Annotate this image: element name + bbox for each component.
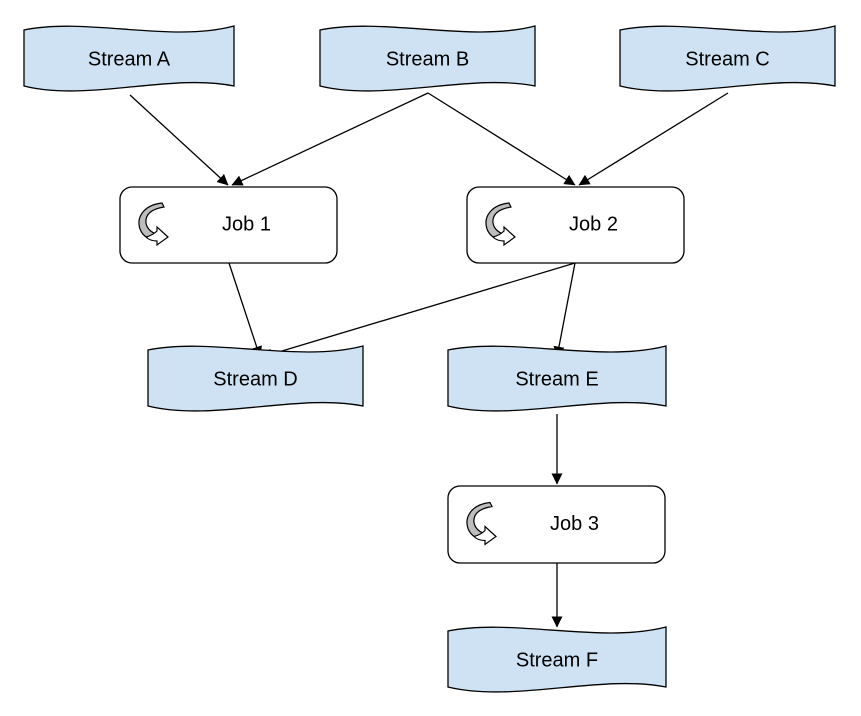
rotate-arrow-icon <box>138 202 169 247</box>
stream-d-shape <box>147 345 364 412</box>
stream-b-node: Stream B <box>319 25 536 92</box>
stream-c-shape <box>619 25 836 92</box>
edge-stream-b-to-job-1 <box>231 92 429 186</box>
job-2-node: Job 2 <box>466 186 685 264</box>
stream-b-label: Stream B <box>386 48 469 70</box>
job-3-label: Job 3 <box>550 513 599 535</box>
stream-d-node: Stream D <box>147 345 364 412</box>
edge-job-2-to-stream-e <box>553 262 576 358</box>
stream-a-shape <box>23 25 235 92</box>
rotate-arrow-icon <box>466 501 497 546</box>
stream-c-label: Stream C <box>685 48 769 70</box>
stream-e-node: Stream E <box>447 345 667 412</box>
edge-job-1-to-stream-d <box>228 262 262 358</box>
edges-layer <box>129 92 729 628</box>
job-1-box <box>119 186 338 264</box>
stream-f-label: Stream F <box>516 649 598 671</box>
stream-b-shape <box>319 25 536 92</box>
job-2-label: Job 2 <box>569 213 618 235</box>
edge-stream-a-to-job-1 <box>129 94 229 186</box>
edge-job-2-to-stream-d <box>261 262 576 360</box>
edge-stream-c-to-job-2 <box>578 92 729 186</box>
stream-e-label: Stream E <box>515 368 598 390</box>
job-1-label: Job 1 <box>222 213 271 235</box>
job-2-box <box>466 186 685 264</box>
rotate-arrow-icon <box>485 202 516 247</box>
job-1-node: Job 1 <box>119 186 338 264</box>
job-3-node: Job 3 <box>447 485 666 564</box>
stream-a-node: Stream A <box>23 25 235 92</box>
nodes-layer: Stream A Stream B Stream C Job 1 Job 2 Stream… <box>23 25 836 693</box>
stream-e-shape <box>447 345 667 412</box>
stream-a-label: Stream A <box>88 48 171 70</box>
stream-c-node: Stream C <box>619 25 836 92</box>
stream-d-label: Stream D <box>213 368 297 390</box>
stream-f-node: Stream F <box>447 626 667 693</box>
stream-f-shape <box>447 626 667 693</box>
job-3-box <box>447 485 666 564</box>
edge-stream-b-to-job-2 <box>427 92 576 186</box>
